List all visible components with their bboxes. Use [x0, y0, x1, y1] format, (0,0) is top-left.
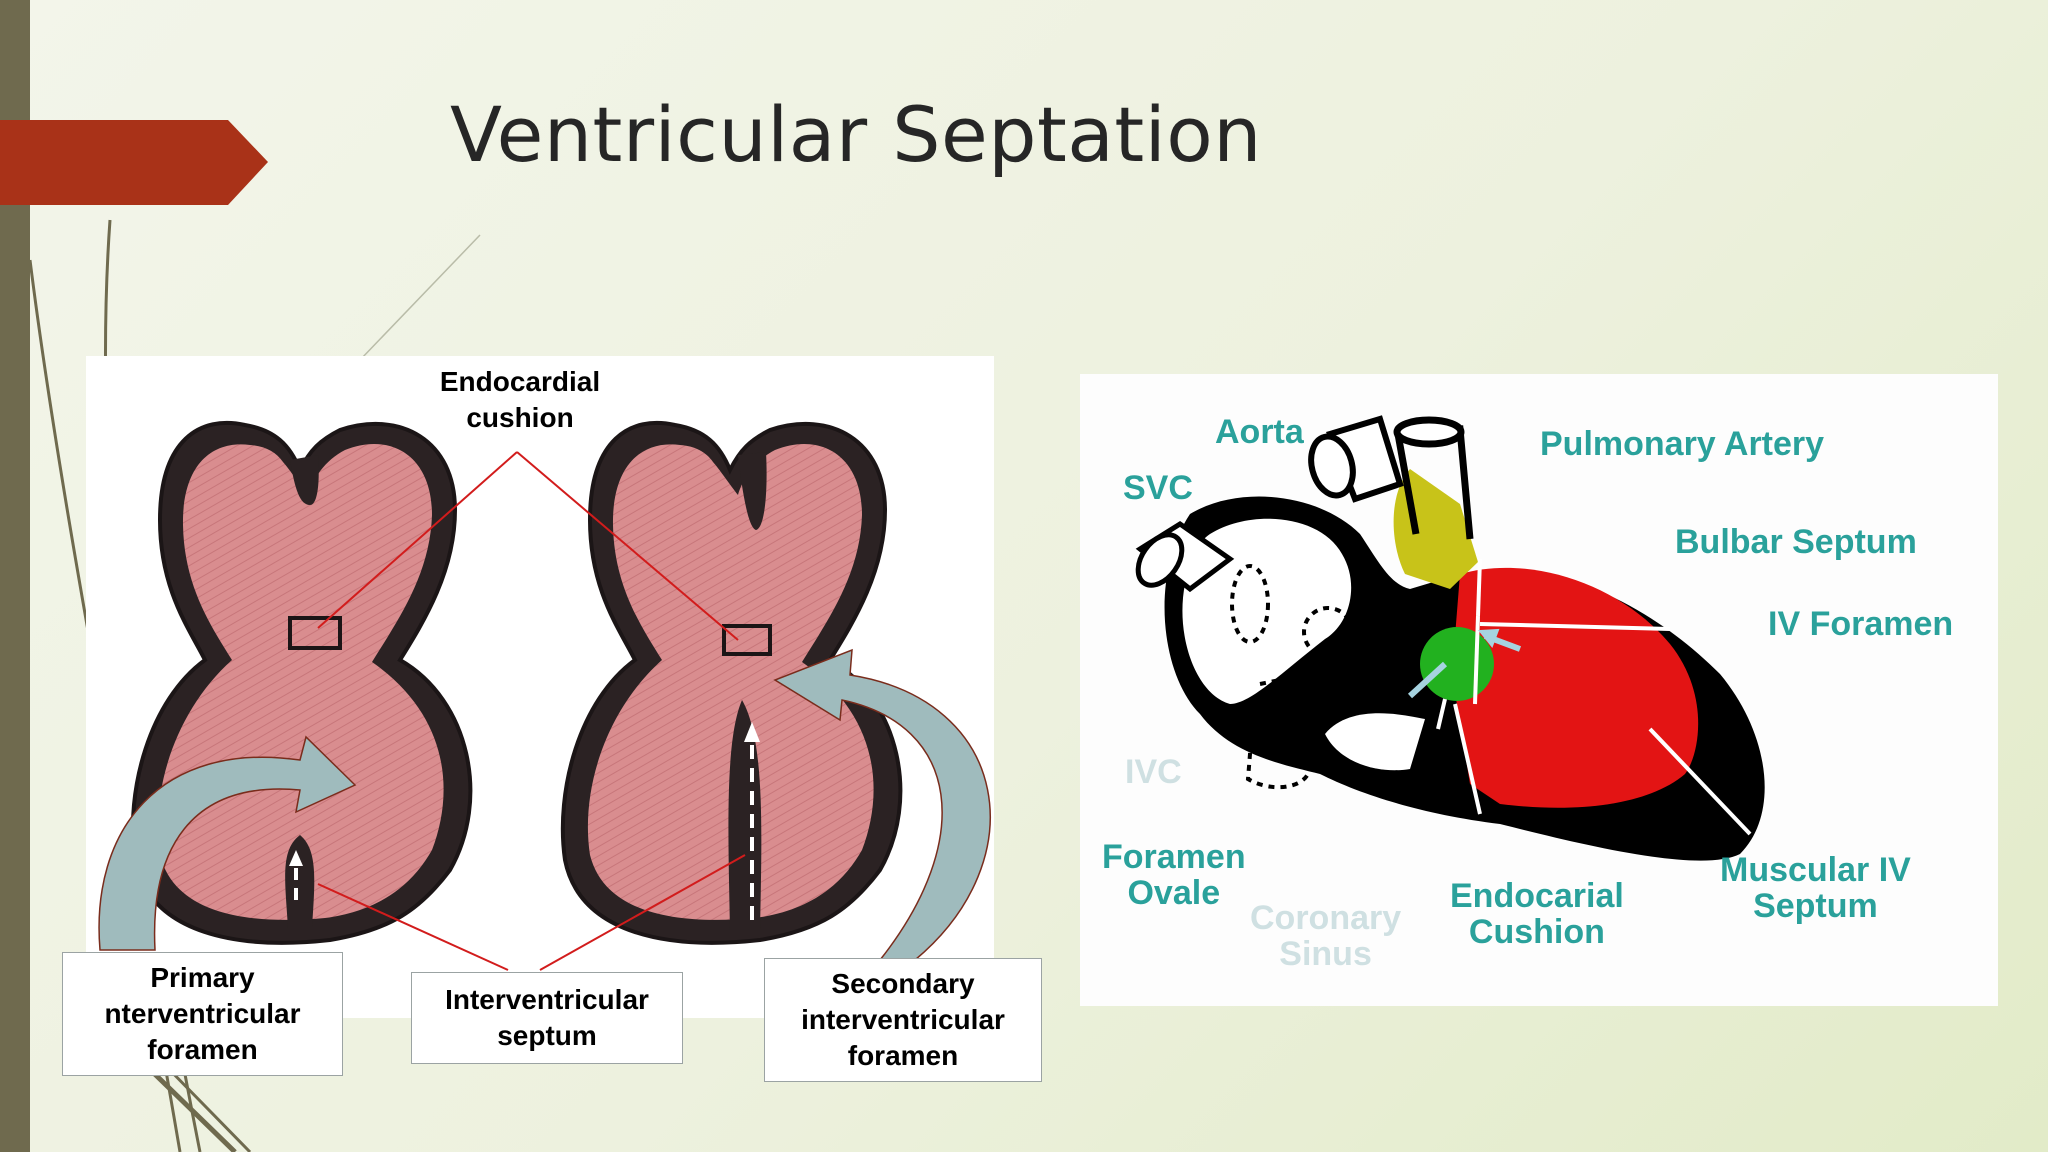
label-muscular-iv-septum-line1: Muscular IV — [1720, 851, 1911, 889]
septum-line2: septum — [497, 1020, 597, 1051]
label-coronary-sinus-line1: Coronary — [1250, 899, 1402, 937]
title-accent-arrow — [0, 120, 268, 205]
heart-left — [130, 420, 473, 945]
label-bulbar-septum: Bulbar Septum — [1675, 523, 1917, 561]
pulmonary-tube — [1393, 416, 1474, 540]
heart-schematic — [1135, 415, 1765, 861]
label-endocardial-cushion-line2: Cushion — [1468, 913, 1605, 951]
label-svc: SVC — [1123, 469, 1193, 507]
label-muscular-iv-septum: Muscular IV Septum — [1720, 852, 1911, 924]
primary-foramen-box: Primary nterventricular foramen — [62, 952, 343, 1076]
primary-foramen-line3: foramen — [147, 1034, 258, 1065]
endocardial-cushion-label: Endocardial cushion — [400, 364, 640, 436]
svc-tube — [1135, 521, 1235, 593]
label-coronary-sinus: Coronary Sinus — [1250, 900, 1401, 972]
label-iv-foramen: IV Foramen — [1768, 605, 1954, 643]
endocardial-cushion-circle — [1420, 627, 1494, 701]
label-foramen-ovale: Foramen Ovale — [1102, 839, 1246, 911]
slide-title: Ventricular Septation — [450, 90, 1262, 179]
label-muscular-iv-septum-line2: Septum — [1753, 887, 1878, 925]
heart-right — [560, 420, 903, 945]
secondary-foramen-line1: Secondary — [831, 968, 975, 999]
bulbar-septum-fill — [1393, 469, 1478, 589]
endocardial-cushion-line1: Endocardial — [439, 366, 601, 397]
interventricular-septum-box: Interventricular septum — [411, 972, 683, 1064]
label-ivc: IVC — [1125, 753, 1182, 791]
label-endocardial-cushion-line1: Endocarial — [1450, 877, 1624, 915]
aorta-tube — [1308, 415, 1404, 503]
primary-foramen-line2: nterventricular — [104, 998, 301, 1029]
pointer-lines — [1436, 558, 1752, 836]
secondary-foramen-line3: foramen — [847, 1040, 959, 1071]
flow-arrow-left — [98, 735, 357, 951]
flow-arrow-right — [773, 648, 991, 961]
label-coronary-sinus-line2: Sinus — [1279, 935, 1372, 973]
ventricle-red-fill — [1452, 567, 1699, 808]
secondary-foramen-line2: interventricular — [801, 1004, 1005, 1035]
label-foramen-ovale-line2: Ovale — [1127, 874, 1221, 912]
dotted-outlines — [1230, 564, 1354, 790]
septum-line1: Interventricular — [445, 984, 649, 1015]
right-diagram-panel: Aorta SVC Pulmonary Artery Bulbar Septum… — [1080, 374, 1998, 1006]
label-pulmonary-artery: Pulmonary Artery — [1540, 425, 1825, 463]
label-pointer-lines — [317, 451, 746, 971]
endocardial-cushion-line2: cushion — [466, 402, 574, 433]
label-foramen-ovale-line1: Foramen — [1102, 838, 1246, 876]
primary-foramen-line1: Primary — [150, 962, 255, 993]
secondary-foramen-box: Secondary interventricular foramen — [764, 958, 1042, 1082]
flow-arrows — [1407, 628, 1522, 699]
label-endocardial-cushion: Endocarial Cushion — [1450, 878, 1624, 950]
label-aorta: Aorta — [1215, 413, 1304, 451]
